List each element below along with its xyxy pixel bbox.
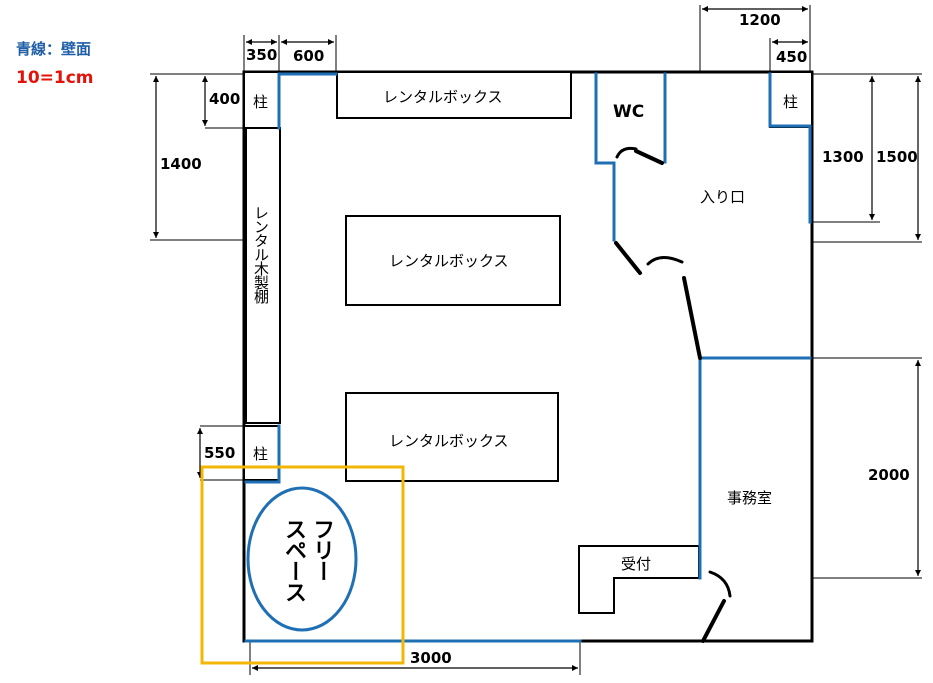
dim-lower-left-pillar: 550 bbox=[204, 444, 236, 462]
blue-walls bbox=[244, 72, 812, 643]
label-rental-box-lower: レンタルボックス bbox=[389, 432, 509, 450]
label-pillar-top-left: 柱 bbox=[253, 93, 269, 111]
label-wc: WC bbox=[613, 102, 645, 122]
label-rental-shelf: レンタル木製棚 bbox=[252, 205, 270, 303]
label-pillar-lower-left: 柱 bbox=[253, 445, 269, 463]
label-pillar-top-right: 柱 bbox=[783, 93, 799, 111]
label-free-space-line1: フリー bbox=[309, 518, 334, 581]
dim-bottom-wall: 3000 bbox=[410, 649, 452, 667]
label-reception: 受付 bbox=[621, 555, 652, 573]
label-rental-box-top: レンタルボックス bbox=[383, 88, 503, 106]
rental-shelf bbox=[245, 127, 281, 424]
dim-left-height: 1400 bbox=[160, 155, 202, 173]
dim-top-left-wall: 600 bbox=[293, 47, 325, 65]
dimension-arrowheads bbox=[153, 6, 921, 671]
dim-right-1500: 1500 bbox=[876, 148, 918, 166]
doors bbox=[614, 146, 732, 643]
dim-office-height: 2000 bbox=[868, 466, 910, 484]
label-entrance: 入り口 bbox=[700, 188, 746, 206]
dim-top-right-pillar: 450 bbox=[776, 48, 808, 66]
dim-top-left-pillar: 350 bbox=[246, 46, 278, 64]
label-free-space-line2: スペース bbox=[281, 518, 306, 602]
label-rental-box-middle: レンタルボックス bbox=[389, 252, 509, 270]
free-space-highlight bbox=[200, 465, 405, 665]
free-space-ellipse bbox=[246, 486, 358, 632]
rental-box-top bbox=[336, 71, 572, 119]
legend-scale-label: 10=1cm bbox=[16, 68, 94, 88]
dim-top-right-span: 1200 bbox=[739, 11, 781, 29]
pillar-lower-left bbox=[243, 425, 280, 481]
dimension-lines bbox=[150, 5, 922, 675]
legend-wall-label: 青線：壁面 bbox=[16, 40, 92, 58]
dim-right-1300: 1300 bbox=[822, 148, 864, 166]
rental-box-middle bbox=[345, 215, 561, 306]
dim-left-pillar-height: 400 bbox=[209, 90, 241, 108]
label-office: 事務室 bbox=[727, 489, 773, 507]
